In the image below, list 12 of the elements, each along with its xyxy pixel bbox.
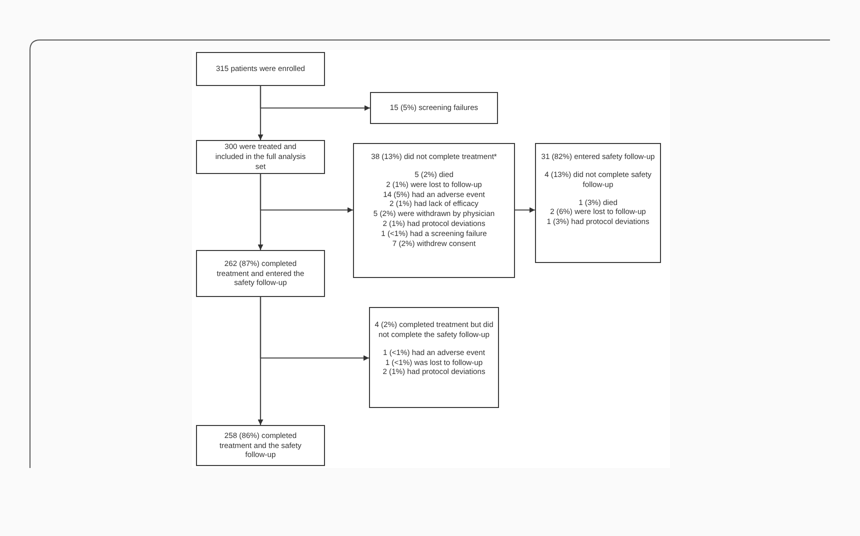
exclusion-box bbox=[370, 92, 498, 124]
arrow bbox=[260, 86, 370, 111]
exclusion-box bbox=[353, 143, 515, 278]
process-box bbox=[196, 425, 325, 466]
arrow bbox=[515, 207, 535, 213]
process-box bbox=[196, 52, 325, 86]
process-box bbox=[196, 250, 325, 297]
exclusion-box bbox=[535, 143, 661, 263]
arrow bbox=[260, 297, 369, 361]
process-box bbox=[196, 140, 325, 174]
arrow bbox=[260, 174, 353, 213]
exclusion-box bbox=[369, 307, 499, 408]
